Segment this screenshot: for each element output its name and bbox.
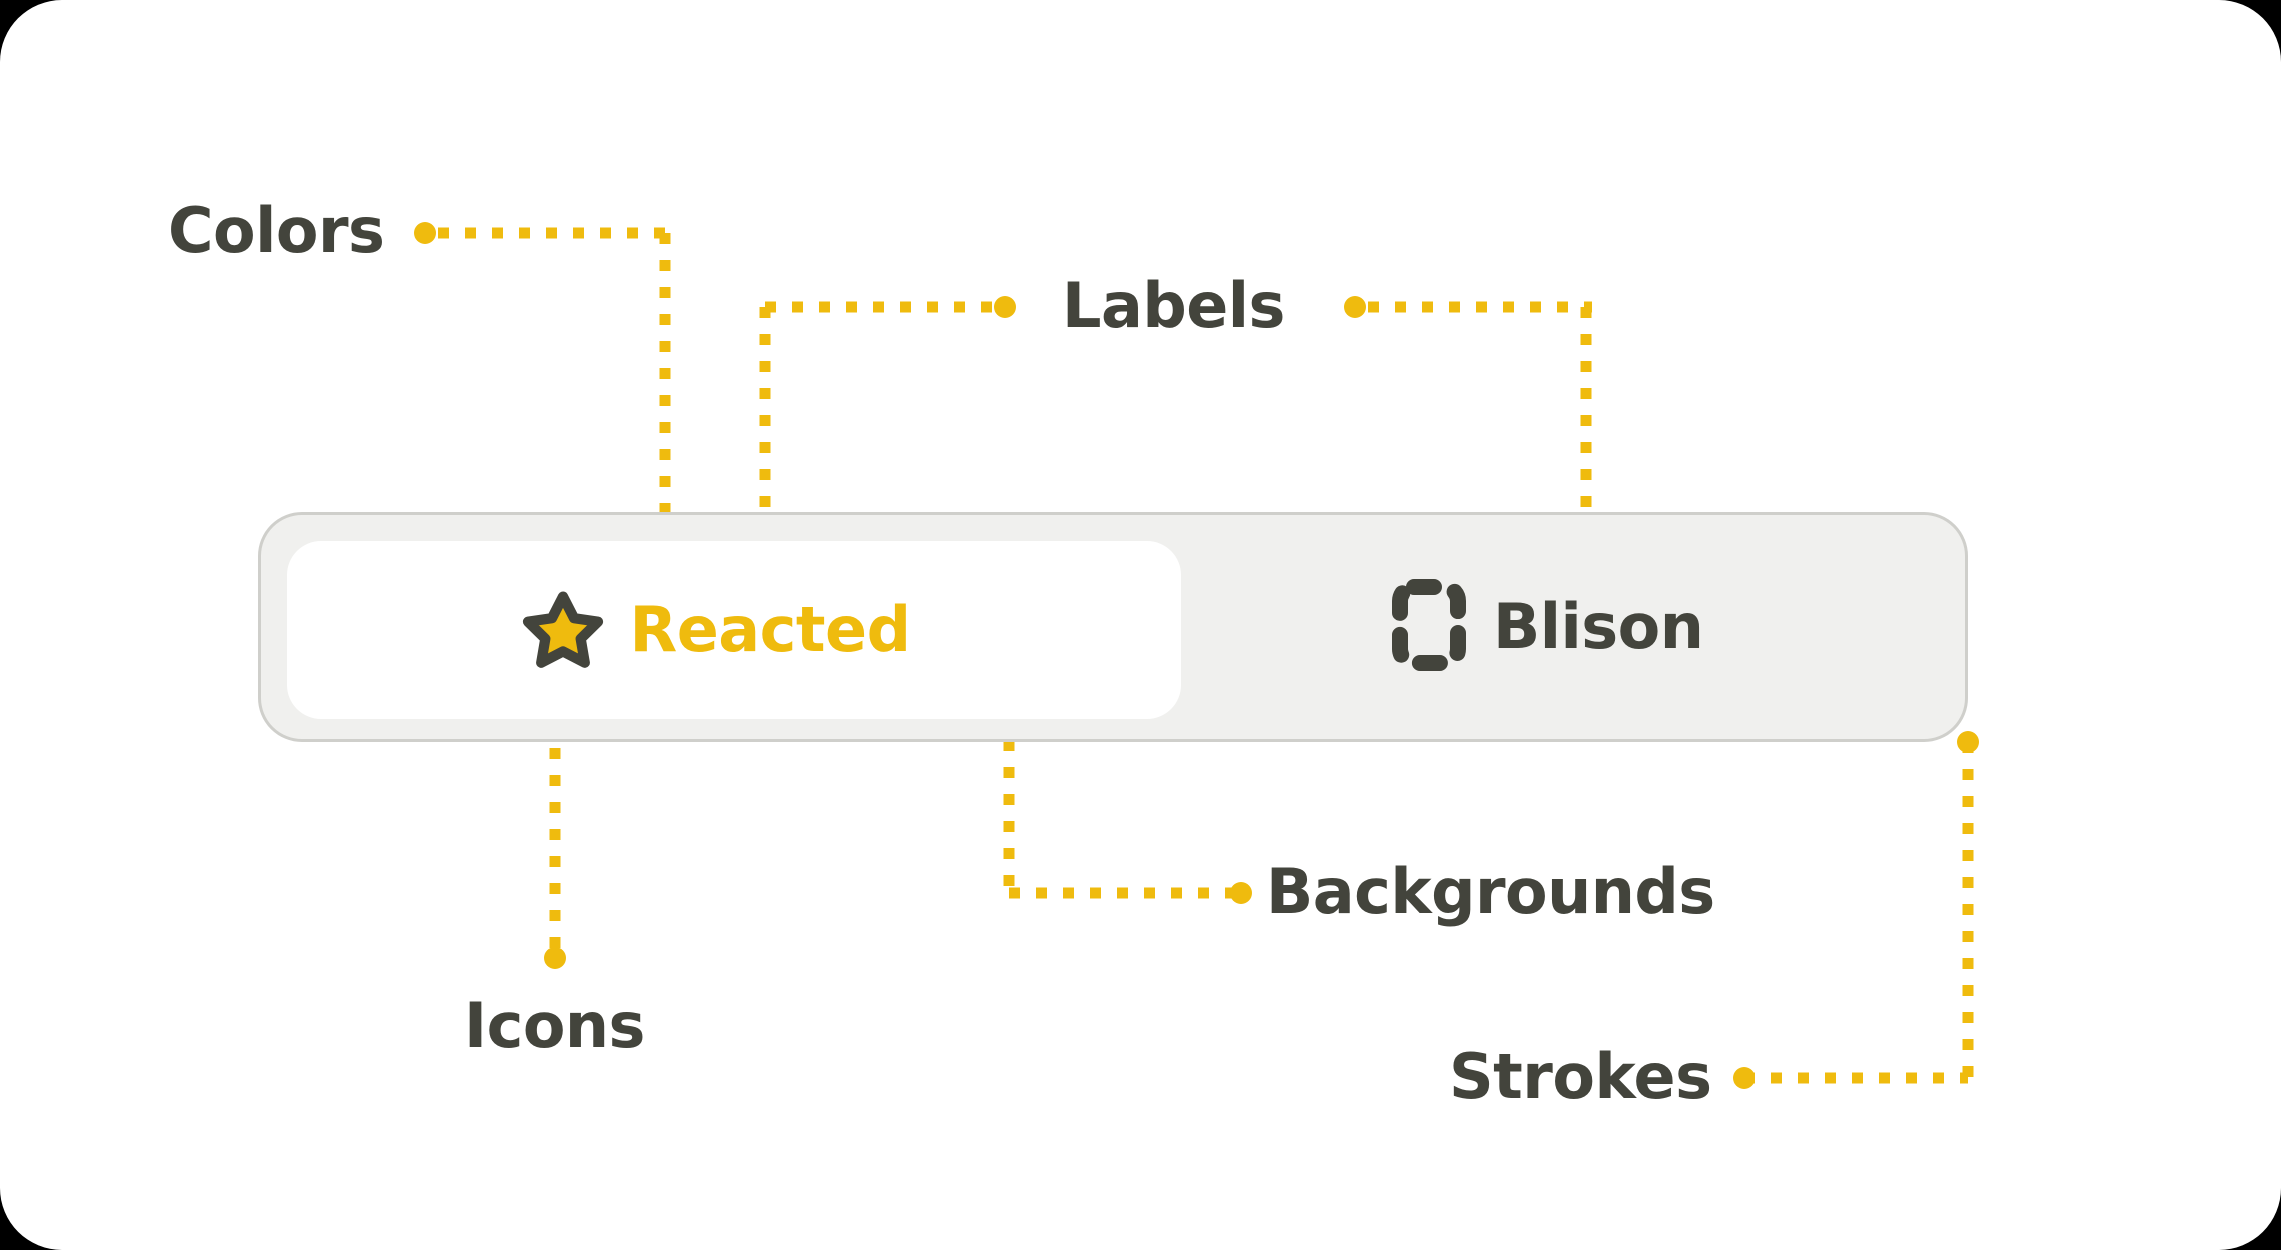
annotation-label-icons: Icons [464, 989, 645, 1062]
colors-connector-horizontal [438, 227, 670, 239]
segment-reacted-label: Reacted [629, 593, 911, 666]
labels-left-connector-vertical [759, 307, 771, 562]
annotation-label-colors: Colors [168, 194, 385, 267]
backgrounds-connector-horizontal [1009, 887, 1241, 899]
segment-blison[interactable]: Blison [1391, 515, 1951, 739]
labels-right-connector-horizontal [1368, 301, 1592, 313]
labels-right-connector-start-dot [1344, 296, 1366, 318]
segment-blison-label: Blison [1493, 590, 1704, 663]
icons-connector-vertical [549, 694, 561, 958]
annotation-label-backgrounds: Backgrounds [1266, 855, 1715, 928]
colors-connector-vertical [659, 233, 671, 578]
labels-right-connector-vertical [1580, 307, 1592, 570]
icons-connector-end-dot [544, 947, 566, 969]
annotation-label-strokes: Strokes [1449, 1040, 1712, 1113]
dashed-rectangle-icon [1391, 578, 1467, 677]
strokes-connector-end-dot [1733, 1067, 1755, 1089]
backgrounds-connector-vertical [1003, 632, 1015, 893]
labels-left-connector-horizontal [765, 301, 1000, 313]
annotation-label-labels: Labels [1062, 269, 1285, 342]
star-icon [522, 587, 604, 674]
strokes-connector-vertical [1962, 742, 1974, 1078]
segment-reacted[interactable]: Reacted [287, 541, 1181, 719]
backgrounds-connector-end-dot [1230, 882, 1252, 904]
strokes-connector-horizontal [1744, 1072, 1968, 1084]
colors-connector-start-dot [414, 222, 436, 244]
segmented-control[interactable]: Reacted Blison [258, 512, 1968, 742]
